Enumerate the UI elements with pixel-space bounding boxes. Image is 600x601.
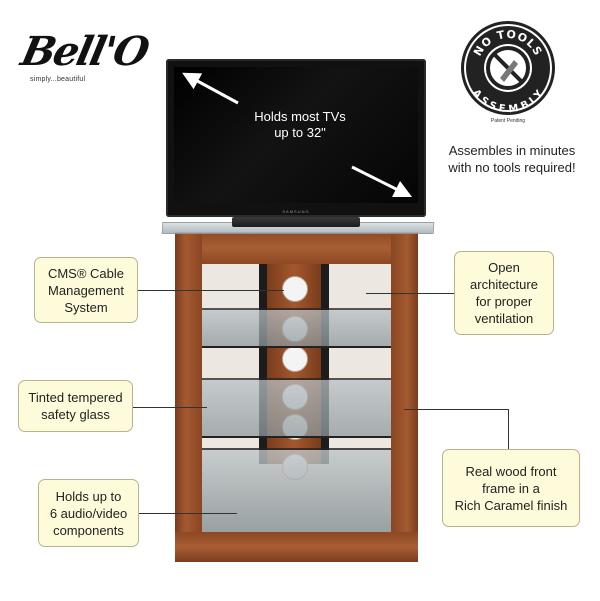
- diagonal-arrows-icon: [182, 72, 413, 198]
- rear-post-left: [259, 264, 267, 464]
- callout-cms-line: Management: [48, 282, 124, 298]
- cable-hole: [282, 346, 308, 372]
- callout-cms-line: System: [64, 299, 108, 315]
- rear-post-right: [321, 264, 329, 464]
- callout-cms: CMS® Cable Management System: [34, 257, 138, 323]
- wood-frame-left: [175, 232, 202, 562]
- callout-ventilation-line: for proper: [475, 294, 533, 309]
- tv-caption-line1: Holds most TVs: [254, 109, 346, 124]
- callout-line-wood: [404, 409, 508, 410]
- wood-frame-top: [175, 232, 418, 264]
- callout-wood-line: Rich Caramel finish: [454, 497, 568, 513]
- glass-shelf: [202, 378, 391, 438]
- bello-logo: Bell'O simply...beautiful: [17, 28, 152, 98]
- assembly-caption-line: Assembles in minutes: [448, 143, 576, 158]
- tv-caption: Holds most TVs up to 32": [230, 109, 370, 141]
- wood-frame-bottom: [175, 532, 418, 562]
- callout-components-line: components: [53, 522, 124, 538]
- tv-caption-line2: up to 32": [274, 125, 326, 140]
- logo-tagline: simply...beautiful: [30, 76, 86, 83]
- assembly-caption-line: with no tools required!: [448, 160, 576, 175]
- assembly-caption: Assembles in minutes with no tools requi…: [432, 142, 592, 176]
- shelf-edge: [202, 436, 391, 438]
- no-tools-badge: NO TOOLS ASSEMBLY Patent Pending: [460, 20, 556, 124]
- callout-wood: Real wood front frame in a Rich Caramel …: [442, 449, 580, 527]
- callout-ventilation-line: architecture: [470, 277, 538, 292]
- callout-cms-line: CMS® Cable: [47, 265, 125, 281]
- callout-line-wood-vertical: [508, 409, 509, 449]
- callout-line-glass: [133, 407, 207, 408]
- callout-wood-line: Real wood front: [465, 463, 557, 479]
- badge-small-text: Patent Pending: [490, 118, 526, 124]
- callout-line-ventilation: [366, 293, 454, 294]
- callout-ventilation-line: ventilation: [474, 311, 534, 326]
- glass-shelf-bottom: [202, 448, 391, 534]
- tv-brand: SAMSUNG: [282, 209, 310, 214]
- callout-glass-line: safety glass: [41, 407, 110, 422]
- tv: Holds most TVs up to 32" SAMSUNG: [166, 59, 426, 217]
- callout-line-cms: [138, 290, 284, 291]
- callout-line-components: [139, 513, 237, 514]
- logo-wordmark: Bell'O: [17, 28, 152, 75]
- glass-shelf: [202, 308, 391, 346]
- cable-hole: [282, 276, 308, 302]
- callout-glass: Tinted tempered safety glass: [18, 380, 133, 432]
- callout-components-line: Holds up to: [55, 488, 122, 504]
- callout-components: Holds up to 6 audio/video components: [38, 479, 139, 547]
- tv-stand-base: [232, 217, 360, 227]
- wood-frame-right: [391, 232, 418, 562]
- shelf-edge: [202, 346, 391, 348]
- callout-ventilation: Open architecture for proper ventilation: [454, 251, 554, 335]
- callout-glass-line: Tinted tempered: [28, 390, 123, 405]
- no-tools-badge-icon: NO TOOLS ASSEMBLY: [461, 21, 555, 115]
- callout-components-line: 6 audio/video: [49, 505, 128, 521]
- callout-ventilation-line: Open: [488, 260, 520, 275]
- callout-wood-line: frame in a: [482, 480, 540, 496]
